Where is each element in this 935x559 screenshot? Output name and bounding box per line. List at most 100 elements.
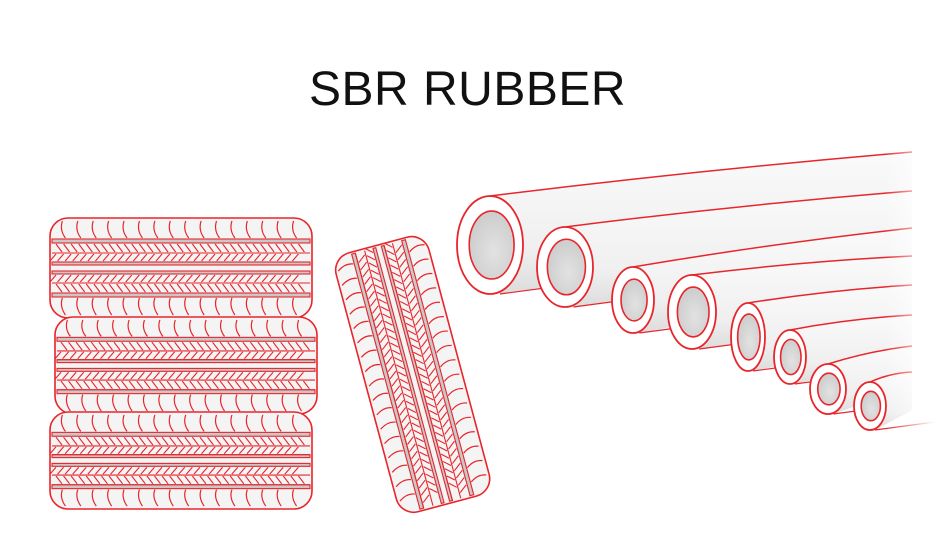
tread-arc <box>81 394 87 412</box>
tread-slash <box>154 283 161 293</box>
tread-slash <box>399 378 409 384</box>
tread-slash <box>401 386 411 392</box>
tread-slash <box>160 371 168 380</box>
tread-slash <box>231 446 239 455</box>
tread-slash <box>424 353 432 363</box>
tread-slash <box>214 243 222 253</box>
tread-slash <box>222 436 230 446</box>
tread-slash <box>108 243 116 253</box>
tread-arc <box>424 301 441 310</box>
tread-slash <box>207 436 214 446</box>
tread-slash <box>419 451 428 457</box>
tread-slash <box>113 380 121 390</box>
tread-slash <box>128 341 136 351</box>
tread-slash <box>434 389 442 399</box>
tread-slash <box>397 371 407 377</box>
tread-slash <box>409 443 416 452</box>
tread-slash <box>407 436 414 445</box>
tread-slash <box>178 466 186 475</box>
tread-slash <box>275 243 283 253</box>
tread-arc <box>297 394 303 412</box>
tread-groove <box>56 389 316 395</box>
tire <box>334 235 491 514</box>
tread-slash <box>229 283 237 293</box>
tread-slash <box>392 271 401 277</box>
tread-slash <box>297 371 304 380</box>
tread-slash <box>117 274 125 283</box>
tread-slash <box>276 253 284 262</box>
tread-slash <box>243 351 251 360</box>
tread-slash <box>108 436 116 446</box>
tread-slash <box>222 283 230 293</box>
tread-arc <box>353 320 369 329</box>
tread-slash <box>386 250 395 256</box>
tread-slash <box>421 380 430 386</box>
tread-arc <box>142 319 148 337</box>
tread-slash <box>429 410 438 416</box>
tread-slash <box>290 283 298 293</box>
tread-slash <box>281 351 289 360</box>
tread-arc <box>112 394 118 412</box>
tread-arc <box>276 414 282 432</box>
tread-slash <box>407 330 417 336</box>
tread-slash <box>440 411 448 421</box>
tread-arc <box>391 464 408 473</box>
tread-arc <box>245 297 251 316</box>
tread-slash <box>116 283 124 293</box>
tread-slash <box>420 487 428 496</box>
tread-slash <box>176 283 184 293</box>
tread-slash <box>265 341 272 351</box>
tread-slash <box>393 385 401 394</box>
tread-slash <box>272 380 280 390</box>
tread-slash <box>140 253 148 262</box>
tread-slash <box>148 253 155 262</box>
tread-arc <box>142 394 148 412</box>
tread-slash <box>214 475 222 485</box>
tread-slash <box>87 446 95 455</box>
tread-arc <box>127 394 133 412</box>
tread-slash <box>257 341 265 351</box>
tread-slash <box>274 351 282 360</box>
tread-arc <box>245 220 251 239</box>
tread-slash <box>57 446 64 455</box>
tread-slash <box>98 380 106 390</box>
tread-slash <box>272 341 280 351</box>
tread-slash <box>284 466 292 475</box>
tread-slash <box>206 351 213 360</box>
tread-slash <box>138 475 146 485</box>
tread-slash <box>394 357 403 363</box>
tread-slash <box>392 349 401 355</box>
tread-slash <box>137 351 145 360</box>
tread-slash <box>143 341 151 351</box>
tread-slash <box>446 475 456 481</box>
tread-slash <box>55 283 63 293</box>
tread-slash <box>170 253 178 262</box>
tread-slash <box>427 480 436 486</box>
tread-slash <box>388 257 397 263</box>
tread-slash <box>413 351 423 357</box>
tread-arc <box>168 414 174 432</box>
tread-slash <box>92 351 100 360</box>
tread-arc <box>395 478 412 488</box>
tread-slash <box>131 475 139 485</box>
tread-slash <box>110 466 118 475</box>
tread-slash <box>380 306 389 312</box>
tread-slash <box>131 283 139 293</box>
tread-slash <box>252 243 260 253</box>
tread-slash <box>170 466 178 475</box>
tread-arc <box>199 414 205 432</box>
tread-arc <box>107 414 113 432</box>
tread-slash <box>137 371 145 380</box>
tread-slash <box>117 446 125 455</box>
tread-groove <box>51 462 311 467</box>
tread-arc <box>466 459 483 469</box>
tread-slash <box>115 371 123 380</box>
tread-slash <box>228 351 236 360</box>
tread-slash <box>377 327 385 336</box>
tread-slash <box>75 380 83 390</box>
tread-slash <box>132 446 140 455</box>
tread-slash <box>123 436 131 446</box>
tread-arc <box>60 489 66 507</box>
tread-arc <box>443 373 460 382</box>
tread-slash <box>163 466 171 475</box>
